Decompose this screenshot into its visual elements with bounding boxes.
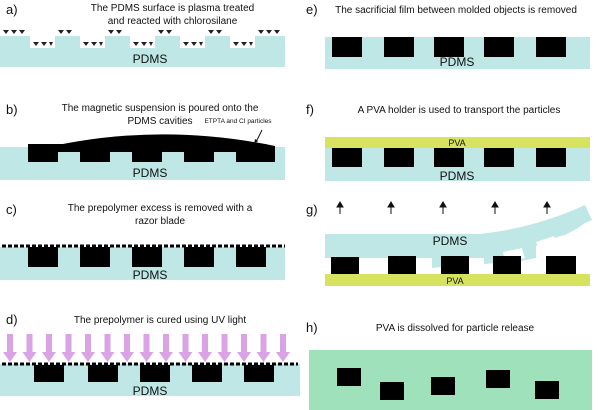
uv-arrow [100,334,115,362]
suspension-in-cavities [28,144,266,162]
panel-c-diagram: PDMS [0,244,285,282]
panel-f: f) A PVA holder is used to transport the… [300,100,600,200]
uv-arrow [61,334,76,362]
panel-a-diagram: PDMS [0,30,285,67]
pdms-label-e: PDMS [440,55,475,69]
panel-c-letter: c) [6,202,17,217]
uv-arrow [198,334,212,362]
uv-arrow [3,334,17,362]
lift-arrows [336,201,551,214]
uv-arrow [42,334,56,362]
uv-arrow [276,334,290,362]
pva-holder-g [325,274,590,286]
panel-d-letter: d) [6,312,18,327]
panel-g: g) PDMS PVA [300,200,600,295]
panel-d-caption: The prepolymer is cured using UV light [73,315,247,326]
panel-f-letter: f) [306,102,314,117]
pva-label-g: PVA [446,276,463,286]
uv-arrow [256,334,271,362]
uv-arrow [120,334,134,362]
uv-light-arrows [3,334,290,362]
panel-h-diagram [309,350,592,410]
cured-particles-d [34,365,274,382]
uv-arrow [81,334,95,362]
pdms-label-d: PDMS [133,384,168,398]
uv-arrow [159,334,173,362]
panel-a-letter: a) [6,2,18,17]
panel-e-diagram: PDMS [325,37,590,69]
uv-arrow [178,334,193,362]
panel-g-letter: g) [306,202,318,217]
panel-h-letter: h) [306,320,318,335]
particles-on-pva [331,256,576,274]
pdms-label-g: PDMS [433,234,468,248]
pva-label-f: PVA [448,138,465,148]
etpta-annotation: ETPTA and CI particles [204,118,272,125]
panel-c: c) The prepolymer excess is removed with… [0,200,300,300]
pdms-label-a: PDMS [133,52,168,66]
uv-arrow [139,334,154,362]
panel-d: d) The prepolymer is cured using UV ligh… [0,310,300,410]
pdms-label-b: PDMS [133,166,168,180]
particles-e [332,37,566,57]
panel-e-letter: e) [306,2,318,17]
filled-cavities-c [28,247,266,267]
uv-arrow [217,334,232,362]
panel-f-diagram: PVA PDMS [325,137,590,183]
released-particles [337,368,559,400]
panel-a: a) The PDMS surface is plasma treated an… [0,0,300,100]
pva-holder-f [325,137,590,148]
panel-c-caption: The prepolymer excess is removed with a … [67,203,253,227]
uv-arrow [237,334,251,362]
panel-a-caption: The PDMS surface is plasma treated and r… [90,3,255,27]
pdms-label-f: PDMS [440,169,475,183]
pdms-mold-a [0,36,285,67]
panel-e: e) The sacrificial film between molded o… [300,0,600,100]
panel-b-diagram: ETPTA and CI particles PDMS [0,118,285,180]
particles-f [332,148,566,167]
panel-h: h) PVA is dissolved for particle release [300,308,600,410]
panel-e-caption: The sacrificial film between molded obje… [335,5,577,16]
panel-b-letter: b) [6,102,18,117]
panel-g-diagram: PDMS PVA [325,201,592,286]
panel-h-caption: PVA is dissolved for particle release [375,323,535,334]
panel-f-caption: A PVA holder is used to transport the pa… [357,105,561,116]
peeled-pdms-mold [325,205,592,268]
annotation-arrow [255,129,263,143]
pdms-label-c: PDMS [133,268,168,282]
uv-arrow [22,334,37,362]
panel-d-diagram: PDMS [0,334,300,398]
panel-b: b) The magnetic suspension is poured ont… [0,100,300,200]
chlorosilane-markers [3,30,280,46]
panel-b-caption: The magnetic suspension is poured onto t… [61,103,259,127]
annotation-arrowhead [254,139,258,144]
